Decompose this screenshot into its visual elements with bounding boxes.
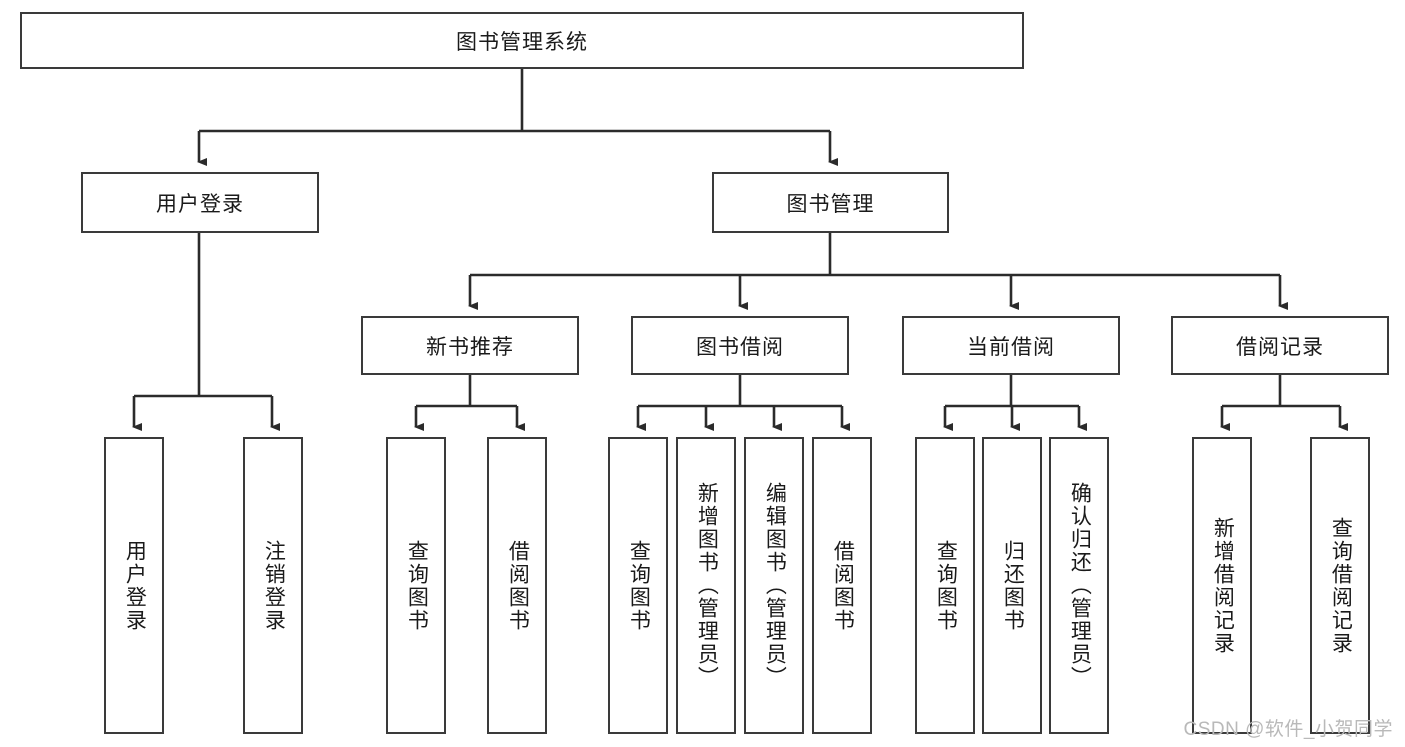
node-borrow-record[interactable]: 借阅记录 [1171,316,1389,375]
leaf-edit-book-admin-label: 编辑图书（管理员） [763,482,787,689]
node-root[interactable]: 图书管理系统 [20,12,1024,69]
leaf-add-book-admin[interactable]: 新增图书（管理员） [676,437,736,734]
node-book-manage-label: 图书管理 [786,192,875,216]
leaf-user-login-label: 用户登录 [123,539,147,632]
leaf-return-book[interactable]: 归还图书 [982,437,1042,734]
leaf-query-book-2-label: 查询图书 [627,539,651,632]
leaf-add-borrow-record[interactable]: 新增借阅记录 [1192,437,1252,734]
leaf-add-book-admin-label: 新增图书（管理员） [695,482,719,689]
node-current-borrow-label: 当前借阅 [967,335,1055,359]
leaf-borrow-book-1[interactable]: 借阅图书 [487,437,547,734]
node-book-borrow[interactable]: 图书借阅 [631,316,849,375]
node-borrow-record-label: 借阅记录 [1236,335,1324,359]
leaf-confirm-return-admin[interactable]: 确认归还（管理员） [1049,437,1109,734]
leaf-logout-label: 注销登录 [262,539,286,632]
node-current-borrow[interactable]: 当前借阅 [902,316,1120,375]
node-new-book-recommend-label: 新书推荐 [426,335,514,359]
leaf-edit-book-admin[interactable]: 编辑图书（管理员） [744,437,804,734]
leaf-borrow-book-2-label: 借阅图书 [831,539,855,632]
leaf-user-login[interactable]: 用户登录 [104,437,164,734]
leaf-query-borrow-record-label: 查询借阅记录 [1329,516,1353,655]
node-book-borrow-label: 图书借阅 [696,335,784,359]
leaf-query-book-2[interactable]: 查询图书 [608,437,668,734]
leaf-query-borrow-record[interactable]: 查询借阅记录 [1310,437,1370,734]
leaf-borrow-book-2[interactable]: 借阅图书 [812,437,872,734]
node-new-book-recommend[interactable]: 新书推荐 [361,316,579,375]
leaf-query-book-3[interactable]: 查询图书 [915,437,975,734]
leaf-confirm-return-admin-label: 确认归还（管理员） [1068,482,1092,689]
node-user-login[interactable]: 用户登录 [81,172,319,233]
leaf-add-borrow-record-label: 新增借阅记录 [1211,516,1235,655]
leaf-return-book-label: 归还图书 [1001,539,1025,632]
watermark: CSDN @软件_小贺同学 [1183,719,1393,740]
node-book-manage[interactable]: 图书管理 [712,172,949,233]
node-root-label: 图书管理系统 [456,30,588,54]
node-user-login-label: 用户登录 [156,192,244,216]
leaf-borrow-book-1-label: 借阅图书 [506,539,530,632]
leaf-query-book-1[interactable]: 查询图书 [386,437,446,734]
leaf-logout[interactable]: 注销登录 [243,437,303,734]
leaf-query-book-1-label: 查询图书 [405,539,429,632]
leaf-query-book-3-label: 查询图书 [934,539,958,632]
